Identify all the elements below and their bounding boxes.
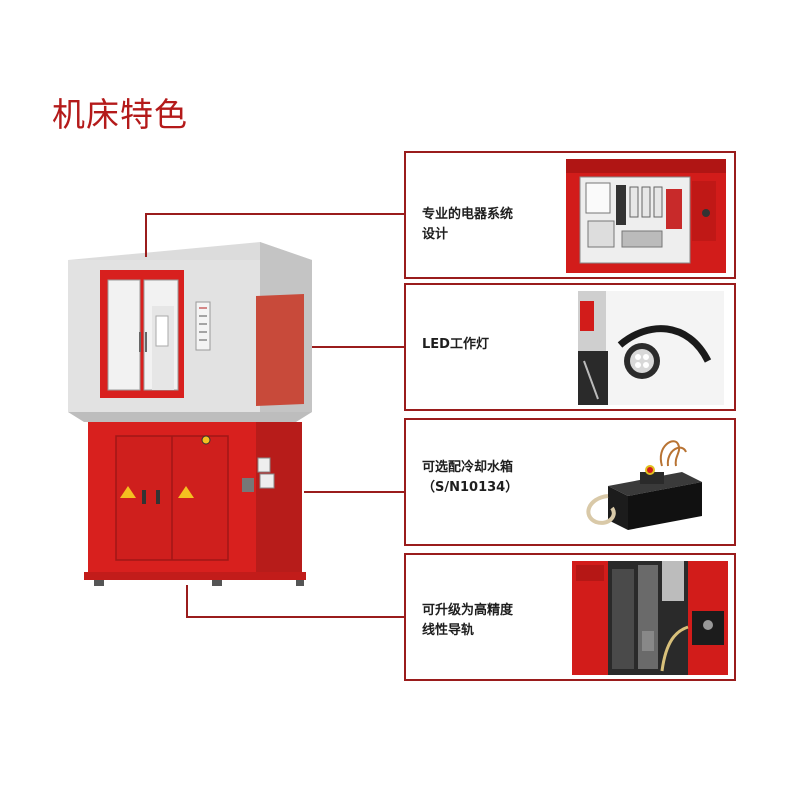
connector-line-4-horizontal bbox=[186, 616, 405, 618]
feature-panel-led-lamp: LED工作灯 bbox=[404, 283, 736, 411]
connector-line-4-vertical bbox=[186, 585, 188, 618]
feature-panel-electrical: 专业的电器系统 设计 bbox=[404, 151, 736, 279]
page-title: 机床特色 bbox=[52, 95, 188, 134]
feature-text-led-lamp: LED工作灯 bbox=[422, 335, 489, 355]
linear-guide-photo bbox=[572, 561, 728, 675]
feature-line: LED工作灯 bbox=[422, 337, 489, 352]
cnc-machine-image bbox=[60, 236, 320, 596]
coolant-tank-photo bbox=[578, 426, 728, 540]
feature-text-linear-guide: 可升级为高精度 线性导轨 bbox=[422, 601, 513, 641]
connector-line-1-vertical bbox=[145, 213, 147, 257]
feature-line: 可选配冷却水箱 bbox=[422, 460, 514, 475]
connector-line-2 bbox=[312, 346, 405, 348]
feature-text-electrical: 专业的电器系统 设计 bbox=[422, 205, 513, 245]
connector-line-3 bbox=[304, 491, 405, 493]
feature-line: 设计 bbox=[422, 227, 449, 242]
feature-line: 专业的电器系统 bbox=[422, 207, 514, 222]
feature-line: 可升级为高精度 bbox=[422, 603, 514, 618]
feature-line: （S/N10134） bbox=[422, 480, 519, 495]
feature-panel-linear-guide: 可升级为高精度 线性导轨 bbox=[404, 553, 736, 681]
connector-line-1-horizontal bbox=[145, 213, 405, 215]
electrical-cabinet-photo bbox=[566, 159, 726, 273]
feature-text-coolant-tank: 可选配冷却水箱 （S/N10134） bbox=[422, 458, 518, 498]
feature-panel-coolant-tank: 可选配冷却水箱 （S/N10134） bbox=[404, 418, 736, 546]
led-work-lamp-photo bbox=[578, 291, 724, 405]
feature-line: 线性导轨 bbox=[422, 623, 475, 638]
